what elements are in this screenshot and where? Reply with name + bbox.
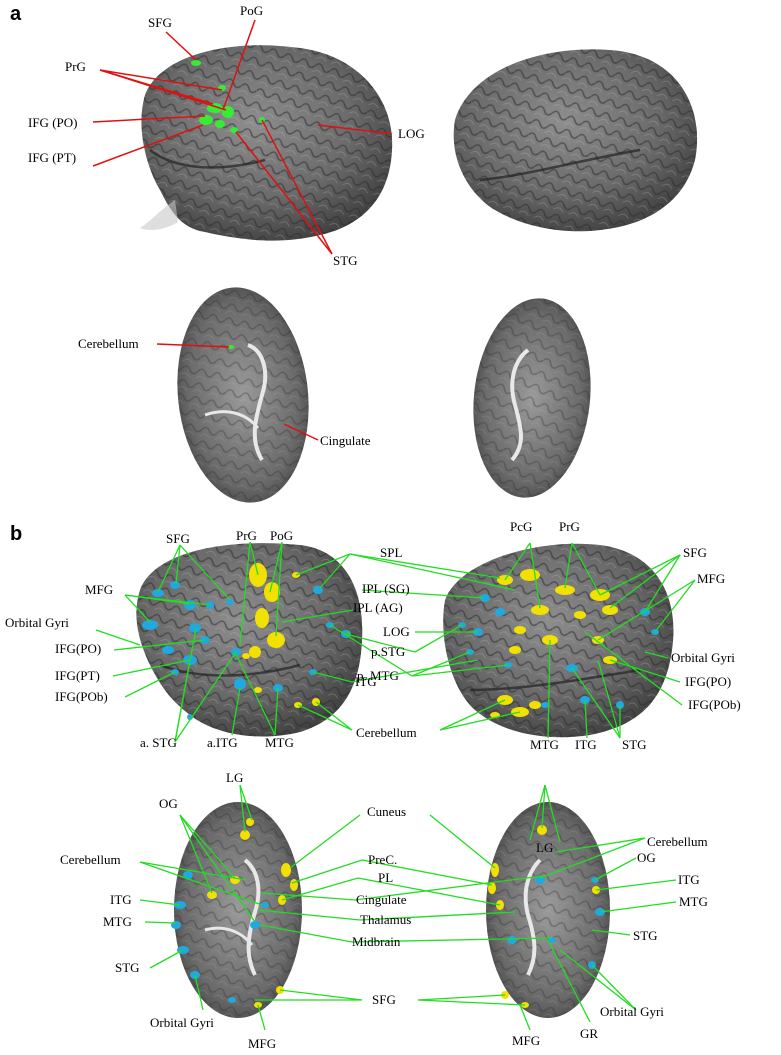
label-b-midbrain: Midbrain xyxy=(352,934,401,949)
labels-b: SFG PrG PoG SPL PcG PrG SFG MFG IPL (SG)… xyxy=(5,519,741,1051)
label-b-ifg-po-2: IFG(PO) xyxy=(685,674,731,689)
label-b-mfg-2: MFG xyxy=(697,571,725,586)
label-b-cerebellum-3: Cerebellum xyxy=(60,852,121,867)
activations-a-green xyxy=(191,60,265,349)
label-b-orbital-gyri-1: Orbital Gyri xyxy=(5,615,69,630)
label-b-sfg-3: SFG xyxy=(372,992,396,1007)
panel-label-b: b xyxy=(10,523,22,545)
label-b-log: LOG xyxy=(383,624,410,639)
labels-a: SFG PoG PrG IFG (PO) IFG (PT) LOG STG Ce… xyxy=(28,3,425,448)
label-b-p-stg: p.STG xyxy=(371,644,405,659)
label-b-stg-3: STG xyxy=(633,928,658,943)
label-b-itg-2: ITG xyxy=(575,737,597,752)
brain-a-left-lateral xyxy=(140,45,393,241)
label-b-prg-2: PrG xyxy=(559,519,580,534)
panel-label-a: a xyxy=(10,3,22,25)
label-b-cerebellum-1: Cerebellum xyxy=(356,725,417,740)
label-b-mtg-4: MTG xyxy=(679,894,708,909)
label-a-stg: STG xyxy=(333,253,358,268)
label-b-pog: PoG xyxy=(270,528,293,543)
brain-a-left-slice xyxy=(177,287,309,503)
label-b-mfg-4: MFG xyxy=(512,1033,540,1048)
label-b-prec: PreC. xyxy=(368,852,397,867)
brain-b-left-slice xyxy=(174,802,302,1018)
leader-lines-a xyxy=(92,19,393,441)
label-b-ifg-pt: IFG(PT) xyxy=(55,668,100,683)
leader-lines-b xyxy=(95,541,696,1031)
brain-a-right-slice xyxy=(473,298,591,498)
label-b-orbital-gyri-3: Orbital Gyri xyxy=(150,1015,214,1030)
label-a-ifg-po: IFG (PO) xyxy=(28,115,77,130)
label-b-orbital-gyri-2: Orbital Gyri xyxy=(671,650,735,665)
label-b-og-2: OG xyxy=(637,850,656,865)
label-b-ifg-pob-1: IFG(POb) xyxy=(55,689,108,704)
label-b-mtg-2: MTG xyxy=(530,737,559,752)
label-a-cingulate: Cingulate xyxy=(320,433,371,448)
label-b-cuneus: Cuneus xyxy=(367,804,406,819)
label-b-thalamus: Thalamus xyxy=(360,912,411,927)
label-b-a-stg: a. STG xyxy=(140,735,177,750)
brain-b-right-lateral xyxy=(443,543,674,738)
label-b-itg-3: ITG xyxy=(110,892,132,907)
label-b-ifg-pob-2: IFG(POb) xyxy=(688,697,741,712)
label-a-pog: PoG xyxy=(240,3,263,18)
label-b-a-itg: a.ITG xyxy=(207,735,238,750)
brain-b-left-lateral xyxy=(136,543,363,737)
label-a-sfg: SFG xyxy=(148,15,172,30)
label-b-lg-2: LG xyxy=(536,840,553,855)
label-b-itg-4: ITG xyxy=(678,872,700,887)
label-b-spl: SPL xyxy=(380,545,402,560)
label-b-lg-1: LG xyxy=(226,770,243,785)
label-b-mfg-1: MFG xyxy=(85,582,113,597)
label-b-orbital-gyri-4: Orbital Gyri xyxy=(600,1004,664,1019)
brain-a-right-lateral xyxy=(453,49,698,232)
label-b-ifg-po-1: IFG(PO) xyxy=(55,641,101,656)
label-b-sfg-1: SFG xyxy=(166,531,190,546)
label-b-mtg-3: MTG xyxy=(103,914,132,929)
label-b-p-mtg: p. MTG xyxy=(357,668,399,683)
label-a-cerebellum: Cerebellum xyxy=(78,336,139,351)
label-b-mtg-1: MTG xyxy=(265,735,294,750)
label-b-ipl-sg: IPL (SG) xyxy=(362,581,410,596)
label-b-prg-1: PrG xyxy=(236,528,257,543)
label-b-cerebellum-2: Cerebellum xyxy=(647,834,708,849)
label-b-pl: PL xyxy=(378,870,393,885)
label-b-cingulate: Cingulate xyxy=(356,892,407,907)
label-b-sfg-2: SFG xyxy=(683,545,707,560)
label-a-log: LOG xyxy=(398,126,425,141)
label-b-gr: GR xyxy=(580,1026,598,1041)
brain-b-right-slice xyxy=(486,802,610,1018)
label-b-mfg-3: MFG xyxy=(248,1036,276,1051)
label-b-itg-1: ITG xyxy=(355,674,377,689)
label-b-stg-2: STG xyxy=(115,960,140,975)
label-b-stg-1: STG xyxy=(622,737,647,752)
label-a-prg: PrG xyxy=(65,59,86,74)
label-b-pcg: PcG xyxy=(510,519,532,534)
label-b-ipl-ag: IPL (AG) xyxy=(353,600,403,615)
label-a-ifg-pt: IFG (PT) xyxy=(28,150,76,165)
label-b-og-1: OG xyxy=(159,796,178,811)
